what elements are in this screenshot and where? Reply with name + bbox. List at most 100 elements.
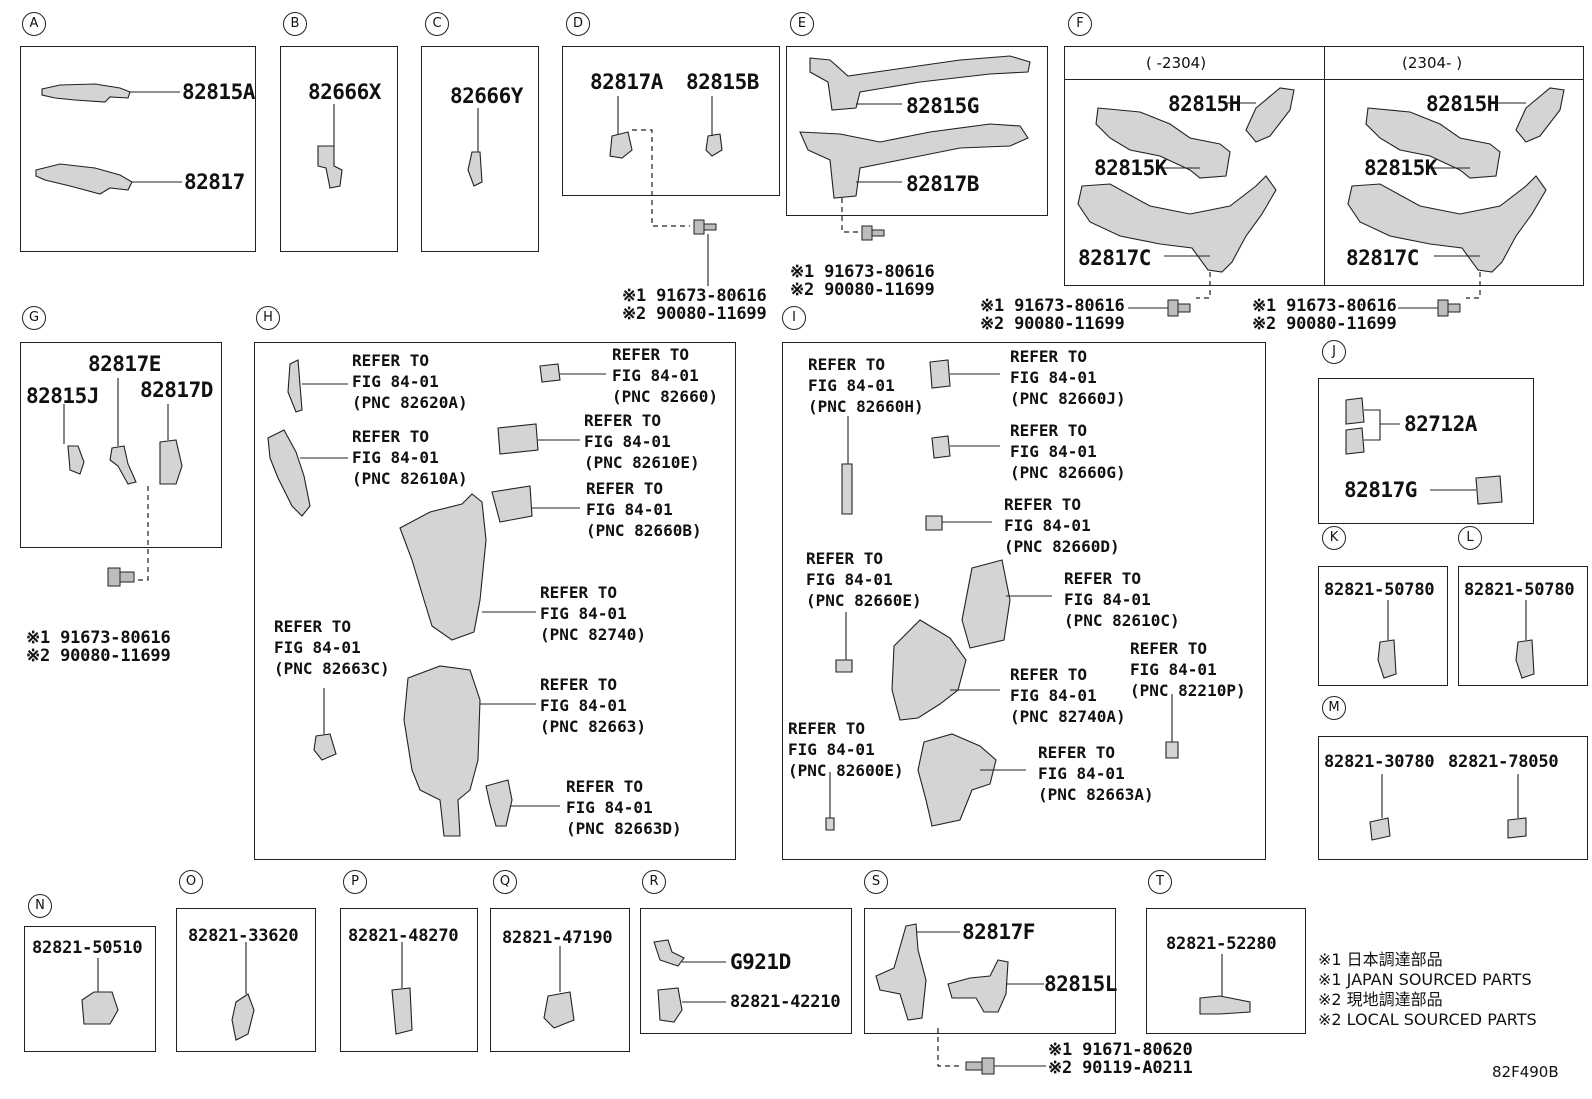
- refer-note-82663c[interactable]: REFER TO FIG 84-01 (PNC 82663C): [274, 617, 390, 678]
- panel-p: [340, 908, 478, 1052]
- part-shape-o: [231, 942, 255, 1041]
- refer-note-82610e[interactable]: REFER TO FIG 84-01 (PNC 82610E): [584, 411, 700, 472]
- part-number-g921d[interactable]: G921D: [730, 950, 791, 974]
- refer-note-82660h[interactable]: REFER TO FIG 84-01 (PNC 82660H): [808, 355, 924, 416]
- part-number-82815h-right[interactable]: 82815H: [1426, 92, 1499, 116]
- part-number-82815a[interactable]: 82815A: [182, 80, 255, 104]
- part-number-82817d[interactable]: 82817D: [140, 378, 213, 402]
- bolt-callout-f-right-2[interactable]: ※2 90080-11699: [1252, 314, 1397, 334]
- panel-h: [254, 342, 736, 860]
- part-number-82815k-left[interactable]: 82815K: [1094, 156, 1167, 180]
- panel-f-header-rule: [1064, 46, 1584, 80]
- refer-note-82660b[interactable]: REFER TO FIG 84-01 (PNC 82660B): [586, 479, 702, 540]
- part-shape-82210p: [1165, 694, 1179, 759]
- refer-note-82663[interactable]: REFER TO FIG 84-01 (PNC 82663): [540, 675, 646, 736]
- part-number-82817g[interactable]: 82817G: [1344, 478, 1417, 502]
- part-number-82821-42210[interactable]: 82821-42210: [730, 992, 841, 1012]
- bolt-callout-g-1[interactable]: ※1 91673-80616: [26, 628, 171, 648]
- panel-c: [421, 46, 539, 252]
- refer-note-82660[interactable]: REFER TO FIG 84-01 (PNC 82660): [612, 345, 718, 406]
- part-shape-82815g: [809, 55, 1031, 111]
- part-number-82817e[interactable]: 82817E: [88, 352, 161, 376]
- part-number-82815b[interactable]: 82815B: [686, 70, 759, 94]
- part-number-82666y[interactable]: 82666Y: [450, 84, 523, 108]
- bolt-callout-e-2[interactable]: ※2 90080-11699: [790, 280, 935, 300]
- section-marker-r: R: [642, 870, 666, 894]
- refer-note-82610a[interactable]: REFER TO FIG 84-01 (PNC 82610A): [352, 427, 468, 488]
- panel-r: [640, 908, 852, 1034]
- part-shape-m1: [1369, 774, 1391, 841]
- bolt-callout-g-2[interactable]: ※2 90080-11699: [26, 646, 171, 666]
- part-number-q[interactable]: 82821-47190: [502, 928, 613, 948]
- part-shape-82815k-right: [1365, 107, 1501, 179]
- part-number-82817c-left[interactable]: 82817C: [1078, 246, 1151, 270]
- part-number-n[interactable]: 82821-50510: [32, 938, 143, 958]
- part-shape-82815l: [947, 959, 1044, 1013]
- bolt-callout-f-left-2[interactable]: ※2 90080-11699: [980, 314, 1125, 334]
- part-shape-82815h-left: [1226, 87, 1295, 143]
- section-marker-p: P: [343, 870, 367, 894]
- part-shape-82815a: [41, 83, 180, 103]
- part-shape-m2: [1507, 774, 1527, 839]
- part-shape-82817c-left: [1077, 175, 1277, 299]
- section-marker-q: Q: [493, 870, 517, 894]
- part-number-82817a[interactable]: 82817A: [590, 70, 663, 94]
- refer-note-82660j[interactable]: REFER TO FIG 84-01 (PNC 82660J): [1010, 347, 1126, 408]
- part-shape-p: [391, 942, 413, 1035]
- part-number-m2[interactable]: 82821-78050: [1448, 752, 1559, 772]
- refer-note-82620a[interactable]: REFER TO FIG 84-01 (PNC 82620A): [352, 351, 468, 412]
- refer-note-82740[interactable]: REFER TO FIG 84-01 (PNC 82740): [540, 583, 646, 644]
- part-number-82817[interactable]: 82817: [184, 170, 245, 194]
- part-number-k[interactable]: 82821-50780: [1324, 580, 1435, 600]
- refer-note-82663a[interactable]: REFER TO FIG 84-01 (PNC 82663A): [1038, 743, 1154, 804]
- part-number-82815g[interactable]: 82815G: [906, 94, 979, 118]
- bolt-callout-d-1[interactable]: ※1 91673-80616: [622, 286, 767, 306]
- part-number-82815k-right[interactable]: 82815K: [1364, 156, 1437, 180]
- refer-note-82660g[interactable]: REFER TO FIG 84-01 (PNC 82660G): [1010, 421, 1126, 482]
- bolt-callout-d-2[interactable]: ※2 90080-11699: [622, 304, 767, 324]
- refer-note-82660d[interactable]: REFER TO FIG 84-01 (PNC 82660D): [1004, 495, 1120, 556]
- part-number-o[interactable]: 82821-33620: [188, 926, 299, 946]
- part-number-82666x[interactable]: 82666X: [308, 80, 381, 104]
- panel-j: [1318, 378, 1534, 524]
- part-number-l[interactable]: 82821-50780: [1464, 580, 1575, 600]
- bolt-shape-d: [693, 219, 717, 286]
- legend-line-4: ※2 LOCAL SOURCED PARTS: [1318, 1010, 1537, 1029]
- section-marker-c: C: [425, 12, 449, 36]
- part-number-82815l[interactable]: 82815L: [1044, 972, 1117, 996]
- bolt-callout-s-2[interactable]: ※2 90119-A0211: [1048, 1058, 1193, 1078]
- refer-note-82660e[interactable]: REFER TO FIG 84-01 (PNC 82660E): [806, 549, 922, 610]
- part-number-82712a[interactable]: 82712A: [1404, 412, 1477, 436]
- part-shape-82817f: [875, 923, 960, 1067]
- part-number-t[interactable]: 82821-52280: [1166, 934, 1277, 954]
- bolt-callout-s-1[interactable]: ※1 91671-80620: [1048, 1040, 1193, 1060]
- part-shape-82663d: [485, 779, 560, 827]
- part-shape-82815b: [705, 96, 723, 157]
- part-shape-82660j: [929, 359, 1000, 389]
- refer-note-82610c[interactable]: REFER TO FIG 84-01 (PNC 82610C): [1064, 569, 1180, 630]
- part-number-82815h-left[interactable]: 82815H: [1168, 92, 1241, 116]
- part-number-p[interactable]: 82821-48270: [348, 926, 459, 946]
- part-shape-82663: [403, 665, 536, 837]
- bolt-callout-f-right-1[interactable]: ※1 91673-80616: [1252, 296, 1397, 316]
- panel-t: [1146, 908, 1306, 1034]
- part-shape-82660d: [925, 515, 992, 531]
- part-number-82817f[interactable]: 82817F: [962, 920, 1035, 944]
- part-shape-82817: [35, 163, 182, 195]
- part-number-m1[interactable]: 82821-30780: [1324, 752, 1435, 772]
- refer-note-82740a[interactable]: REFER TO FIG 84-01 (PNC 82740A): [1010, 665, 1126, 726]
- part-number-82817c-right[interactable]: 82817C: [1346, 246, 1419, 270]
- part-shape-82815j: [63, 404, 85, 475]
- section-marker-j: J: [1322, 340, 1346, 364]
- section-marker-k: K: [1322, 526, 1346, 550]
- refer-note-82600e[interactable]: REFER TO FIG 84-01 (PNC 82600E): [788, 719, 904, 780]
- bolt-callout-e-1[interactable]: ※1 91673-80616: [790, 262, 935, 282]
- refer-note-82210p[interactable]: REFER TO FIG 84-01 (PNC 82210P): [1130, 639, 1246, 700]
- bolt-callout-f-left-1[interactable]: ※1 91673-80616: [980, 296, 1125, 316]
- refer-note-82663d[interactable]: REFER TO FIG 84-01 (PNC 82663D): [566, 777, 682, 838]
- part-number-82815j[interactable]: 82815J: [26, 384, 99, 408]
- part-number-82817b[interactable]: 82817B: [906, 172, 979, 196]
- section-marker-h: H: [256, 306, 280, 330]
- panel-f-divider: [1324, 46, 1325, 286]
